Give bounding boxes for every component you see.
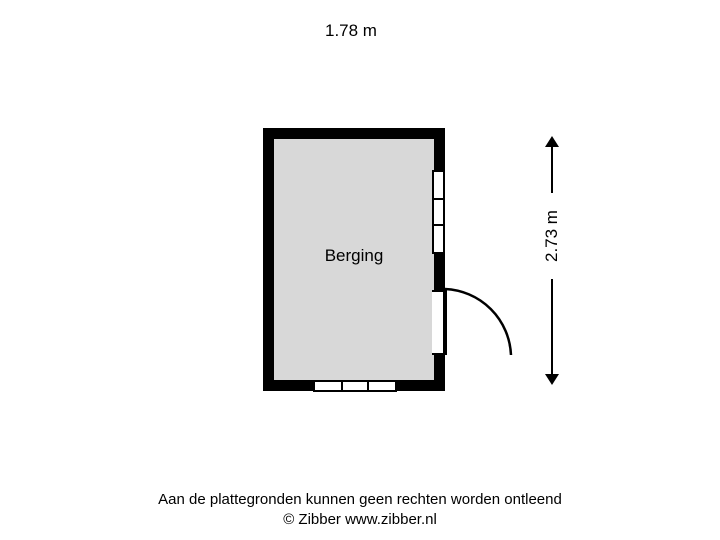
width-dimension: 1.78 m [268,12,434,46]
arrow-down-icon [545,374,559,385]
height-dimension: 2.73 m [533,136,571,385]
window-pane [432,172,445,252]
room-berging: Berging [263,128,513,392]
door-leaf [443,289,447,355]
window-mullion [432,198,445,200]
window-pane [315,380,395,392]
door-swing-arc-icon [444,287,513,356]
window-mullion [367,380,369,392]
window-icon [432,170,445,254]
width-dimension-label: 1.78 m [268,22,434,40]
height-dimension-label: 2.73 m [542,193,562,279]
room-label: Berging [324,246,384,265]
room-floor [274,139,434,380]
window-mullion [341,380,343,392]
copyright-text: © Zibber www.zibber.nl [283,511,437,528]
footer: Aan de plattegronden kunnen geen rechten… [0,490,720,530]
disclaimer-text: Aan de plattegronden kunnen geen rechten… [158,491,562,508]
window-mullion [432,224,445,226]
window-icon [313,380,397,392]
door-opening [432,290,445,355]
